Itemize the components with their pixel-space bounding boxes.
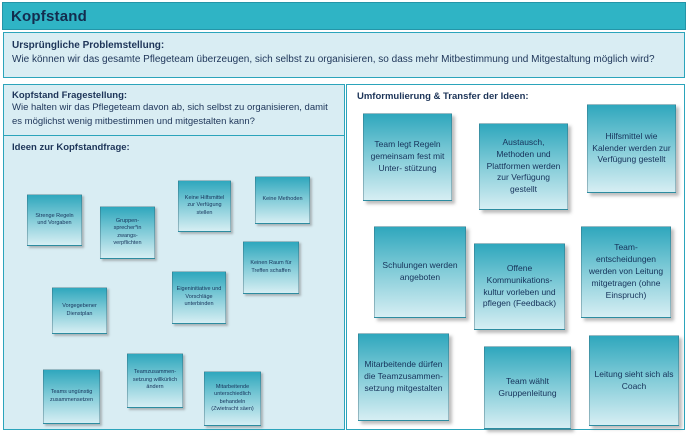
sticky-note-text: Vorgegebener Dienstplan <box>62 303 97 317</box>
sticky-note-text: Gruppen- sprecher*in zwangs- verpflichte… <box>113 217 142 246</box>
sticky-note[interactable]: Offene Kommunikations- kultur vorleben u… <box>474 243 565 330</box>
problem-section: Ursprüngliche Problemstellung: Wie könne… <box>3 32 685 78</box>
sticky-note-text: Mitarbeitende unterschiedlich behandeln … <box>211 383 254 412</box>
board-title-bar: Kopfstand <box>2 2 686 30</box>
sticky-note-text: Eigeninitiative und Vorschläge unterbind… <box>176 286 222 308</box>
sticky-note-text: Mitarbeitende dürfen die Teamzusammen- s… <box>364 359 443 393</box>
sticky-note-text: Teams ungünstig zusammensetzen <box>49 389 94 403</box>
sticky-note-text: Keine Hilfsmittel zur Verfügung stellen <box>184 194 225 216</box>
sticky-note[interactable]: Schulungen werden angeboten <box>374 226 466 318</box>
sticky-note-text: Team legt Regeln gemeinsam fest mit Unte… <box>370 139 445 173</box>
fragestellung-section: Kopfstand Fragestellung: Wie halten wir … <box>4 85 344 135</box>
transfer-heading: Umformulierung & Transfer der Ideen: <box>357 91 529 102</box>
ideen-section: Ideen zur Kopfstandfrage: Strenge Regeln… <box>4 135 344 429</box>
sticky-note[interactable]: Keine Methoden <box>255 176 310 224</box>
sticky-note-text: Offene Kommunikations- kultur vorleben u… <box>482 262 557 309</box>
sticky-note-text: Schulungen werden angeboten <box>382 260 458 282</box>
problem-heading: Ursprüngliche Problemstellung: <box>12 40 165 51</box>
problem-text: Wie können wir das gesamte Pflegeteam üb… <box>12 54 655 65</box>
fragestellung-text: Wie halten wir das Pflegeteam davon ab, … <box>12 102 328 127</box>
sticky-note[interactable]: Eigeninitiative und Vorschläge unterbind… <box>172 271 226 324</box>
sticky-note[interactable]: Mitarbeitende dürfen die Teamzusammen- s… <box>358 333 449 421</box>
sticky-note[interactable]: Teams ungünstig zusammensetzen <box>43 369 100 424</box>
sticky-note[interactable]: Team- entscheidungen werden von Leitung … <box>581 226 671 318</box>
sticky-note[interactable]: Gruppen- sprecher*in zwangs- verpflichte… <box>100 206 155 259</box>
sticky-note[interactable]: Austausch, Methoden und Plattformen werd… <box>479 123 568 210</box>
sticky-note-text: Teamzusammen- setzung willkürlich ändern <box>132 369 178 391</box>
sticky-note[interactable]: Keinen Raum für Treffen schaffen <box>243 241 299 294</box>
sticky-note-text: Keine Methoden <box>262 196 303 203</box>
sticky-note[interactable]: Team legt Regeln gemeinsam fest mit Unte… <box>363 113 452 201</box>
sticky-note[interactable]: Keine Hilfsmittel zur Verfügung stellen <box>178 180 231 232</box>
sticky-note[interactable]: Leitung sieht sich als Coach <box>589 335 679 426</box>
sticky-note-text: Keinen Raum für Treffen schaffen <box>250 260 292 274</box>
sticky-note[interactable]: Teamzusammen- setzung willkürlich ändern <box>127 353 183 408</box>
sticky-note[interactable]: Team wählt Gruppenleitung <box>484 346 571 429</box>
sticky-note-text: Hilfsmittel wie Kalender werden zur Verf… <box>592 130 671 165</box>
left-panel: Kopfstand Fragestellung: Wie halten wir … <box>3 84 345 430</box>
board-title: Kopfstand <box>11 7 87 25</box>
sticky-note-text: Leitung sieht sich als Coach <box>594 368 674 391</box>
ideen-heading: Ideen zur Kopfstandfrage: <box>12 142 130 153</box>
fragestellung-heading: Kopfstand Fragestellung: <box>12 90 128 101</box>
transfer-section: Umformulierung & Transfer der Ideen: Tea… <box>346 84 685 430</box>
sticky-note[interactable]: Hilfsmittel wie Kalender werden zur Verf… <box>587 104 676 193</box>
sticky-note[interactable]: Vorgegebener Dienstplan <box>52 287 107 334</box>
sticky-note-text: Team wählt Gruppenleitung <box>498 375 557 398</box>
sticky-note[interactable]: Strenge Regeln und Vorgaben <box>27 194 82 246</box>
sticky-note-text: Strenge Regeln und Vorgaben <box>35 212 74 226</box>
sticky-note-text: Team- entscheidungen werden von Leitung … <box>588 242 664 300</box>
sticky-note-text: Austausch, Methoden und Plattformen werd… <box>486 136 561 195</box>
sticky-note[interactable]: Mitarbeitende unterschiedlich behandeln … <box>204 371 261 426</box>
